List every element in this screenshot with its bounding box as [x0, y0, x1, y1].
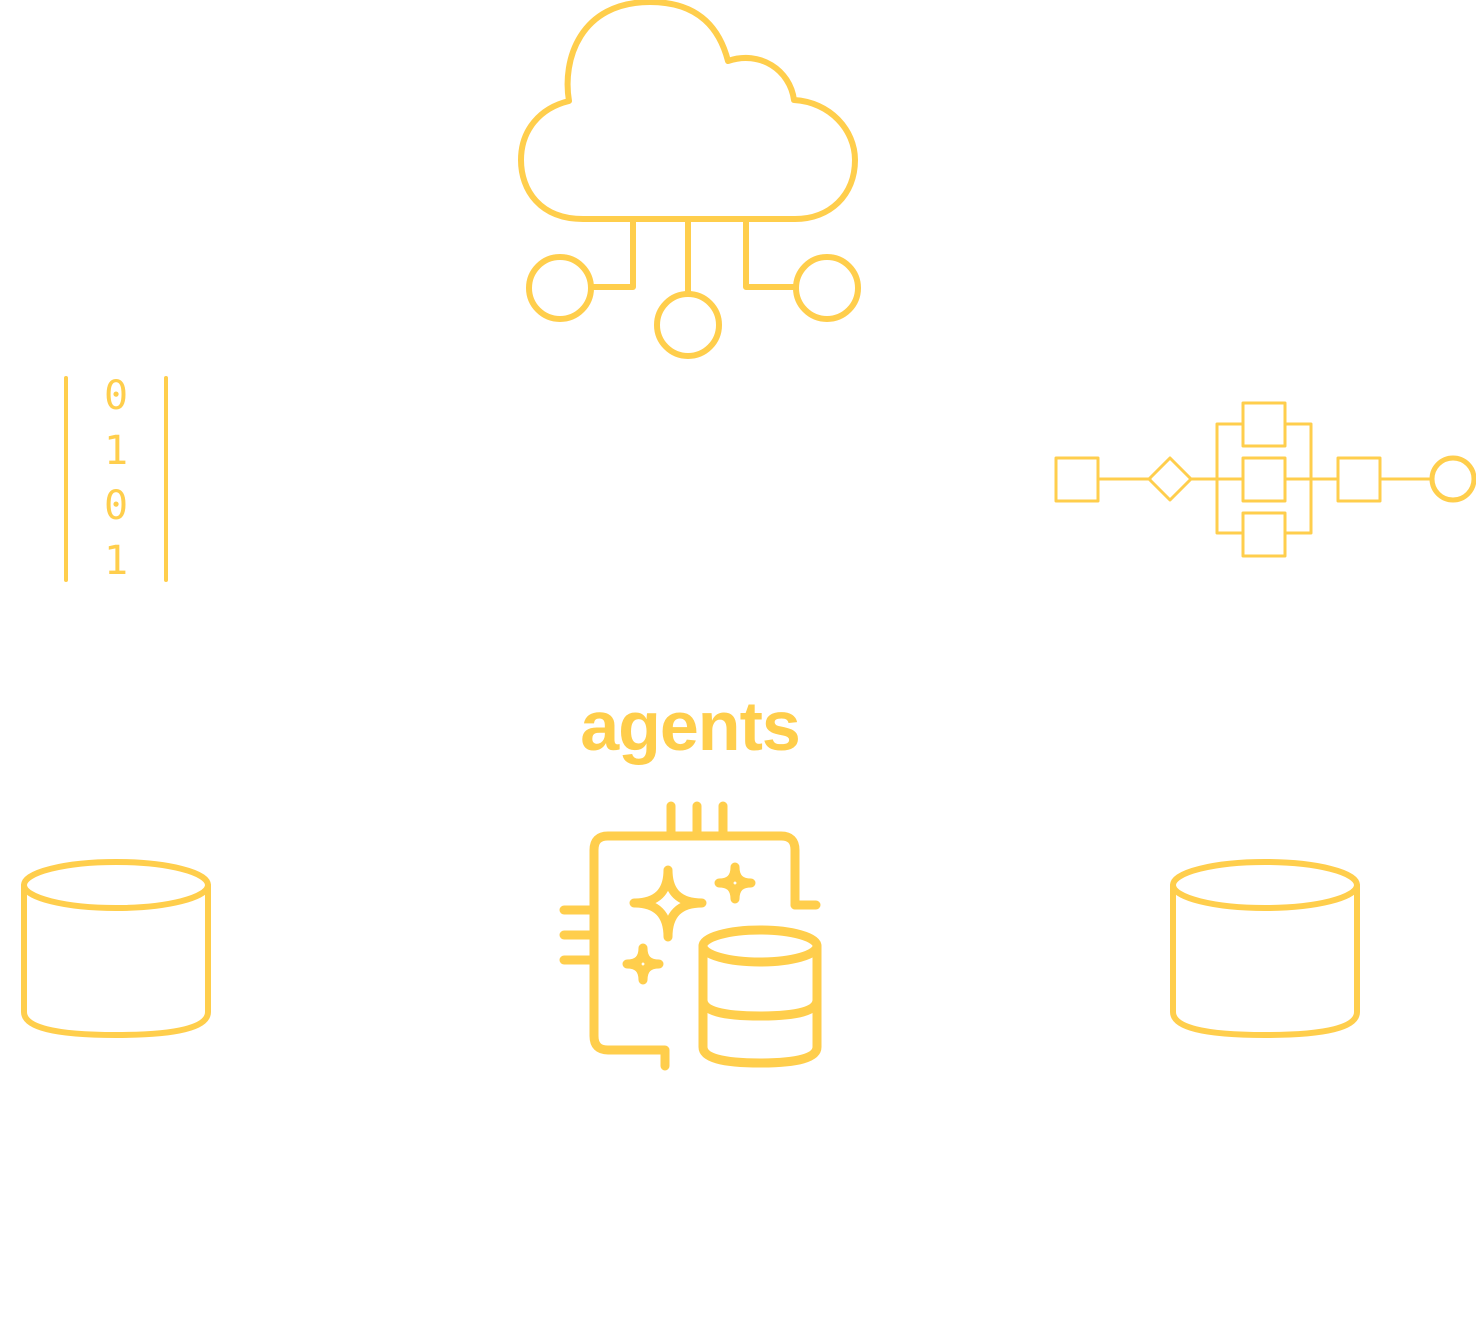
- binary-digit: 0: [103, 373, 129, 419]
- chip-outline: [589, 831, 800, 1071]
- cloud-outline: [518, 0, 858, 222]
- cloud-node-right: [793, 254, 861, 322]
- agents-label: agents: [580, 687, 801, 765]
- workflow-decision-diamond: [1147, 456, 1193, 502]
- cloud-link-right: [743, 218, 797, 290]
- sparkle-small-icon: [622, 943, 664, 985]
- cloud-node-center: [654, 291, 722, 359]
- workflow-end-circle: [1429, 455, 1476, 503]
- cloud-link-left: [589, 218, 636, 290]
- binary-digit: 0: [103, 483, 129, 529]
- sparkle-large-icon: [629, 865, 707, 942]
- binary-digit: 1: [103, 428, 129, 474]
- sparkle-small-icon: [714, 862, 756, 904]
- binary-digit: 1: [103, 538, 129, 584]
- cloud-node-left: [526, 254, 594, 322]
